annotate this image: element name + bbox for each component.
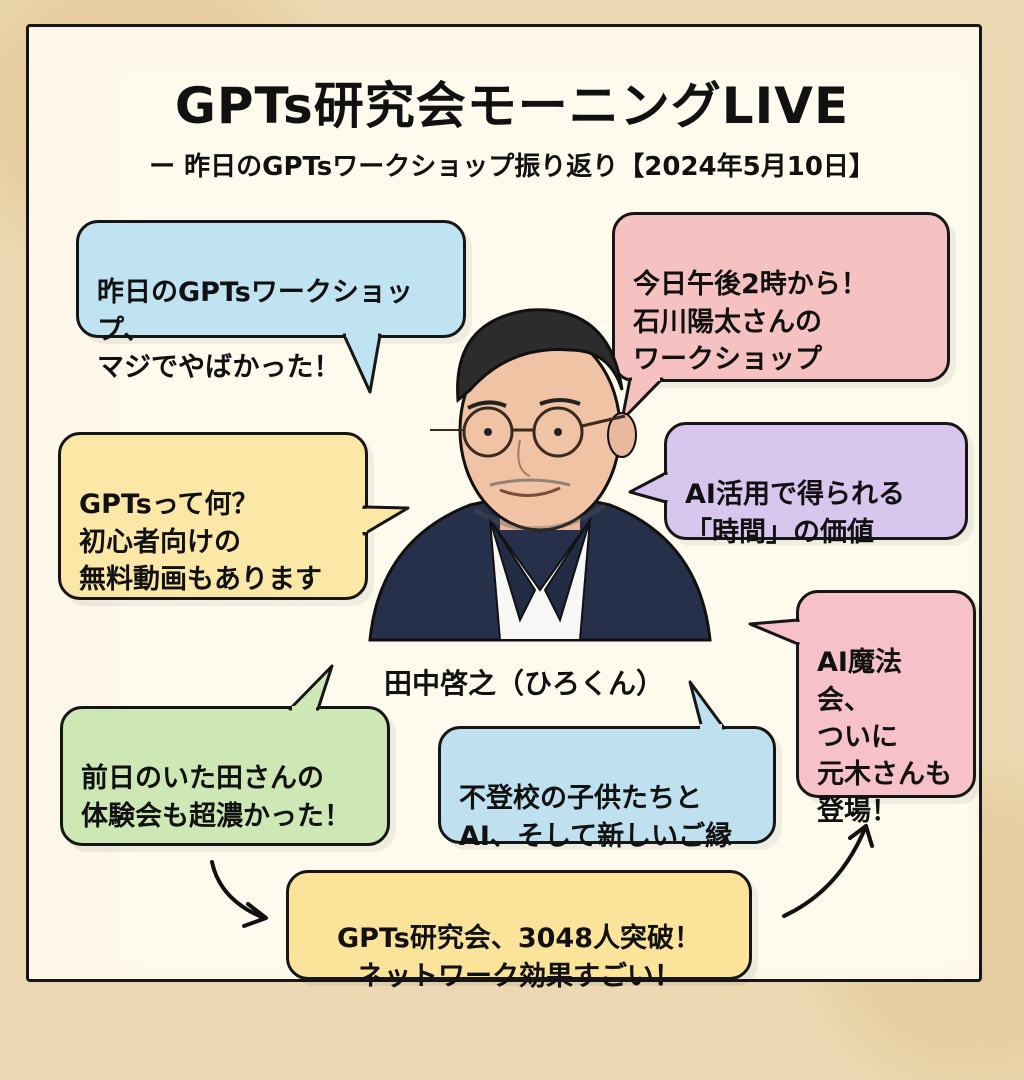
- bubble-tail: [620, 376, 664, 422]
- page-subtitle: ー 昨日のGPTsワークショップ振り返り【2024年5月10日】: [149, 152, 875, 182]
- bubble-text: 今日午後2時から！ 石川陽太さんの ワークショップ: [633, 269, 868, 375]
- bubble-text: AI魔法会、 ついに 元木さんも 登場！: [817, 647, 952, 828]
- speaker-portrait: [368, 308, 712, 642]
- bubble-tail: [748, 618, 802, 646]
- bubble-tail: [342, 332, 382, 394]
- speaker-name: 田中啓之（ひろくん）: [384, 667, 665, 700]
- bubble-tail: [362, 505, 410, 536]
- speech-bubble-members: GPTs研究会、3048人突破！ ネットワーク効果すごい！: [286, 870, 752, 992]
- speech-bubble-time-value: AI活用で得られる 「時間」の価値: [664, 422, 968, 548]
- bubble-tail: [688, 680, 726, 730]
- speech-bubble-experience: 前日のいた田さんの 体験会も超濃かった！: [60, 706, 390, 846]
- bubble-tail: [288, 664, 334, 712]
- bubble-text: 前日のいた田さんの 体験会も超濃かった！: [81, 763, 351, 832]
- page-title: GPTs研究会モーニングLIVE: [174, 77, 850, 135]
- bubble-tail: [628, 471, 670, 504]
- speech-bubble-ai-magic: AI魔法会、 ついに 元木さんも 登場！: [796, 590, 976, 827]
- speech-bubble-workshop-yesterday: 昨日のGPTsワークショップ、 マジでやばかった！: [76, 220, 466, 383]
- speech-bubble-what-is-gpts: GPTsって何？ 初心者向けの 無料動画もあります: [58, 432, 368, 600]
- speech-bubble-school-ai: 不登校の子供たちと AI、そして新しいご縁: [438, 726, 776, 852]
- bubble-text: GPTs研究会、3048人突破！ ネットワーク効果すごい！: [337, 923, 701, 992]
- arrow-down-right-icon: [210, 860, 268, 928]
- bubble-text: AI活用で得られる 「時間」の価値: [685, 479, 905, 548]
- bubble-text: GPTsって何？ 初心者向けの 無料動画もあります: [79, 489, 322, 595]
- speech-bubble-today-workshop: 今日午後2時から！ 石川陽太さんの ワークショップ: [612, 212, 950, 382]
- bubble-text: 昨日のGPTsワークショップ、 マジでやばかった！: [97, 277, 413, 383]
- arrow-up-right-icon: [782, 824, 874, 918]
- bubble-text: 不登校の子供たちと AI、そして新しいご縁: [459, 783, 733, 852]
